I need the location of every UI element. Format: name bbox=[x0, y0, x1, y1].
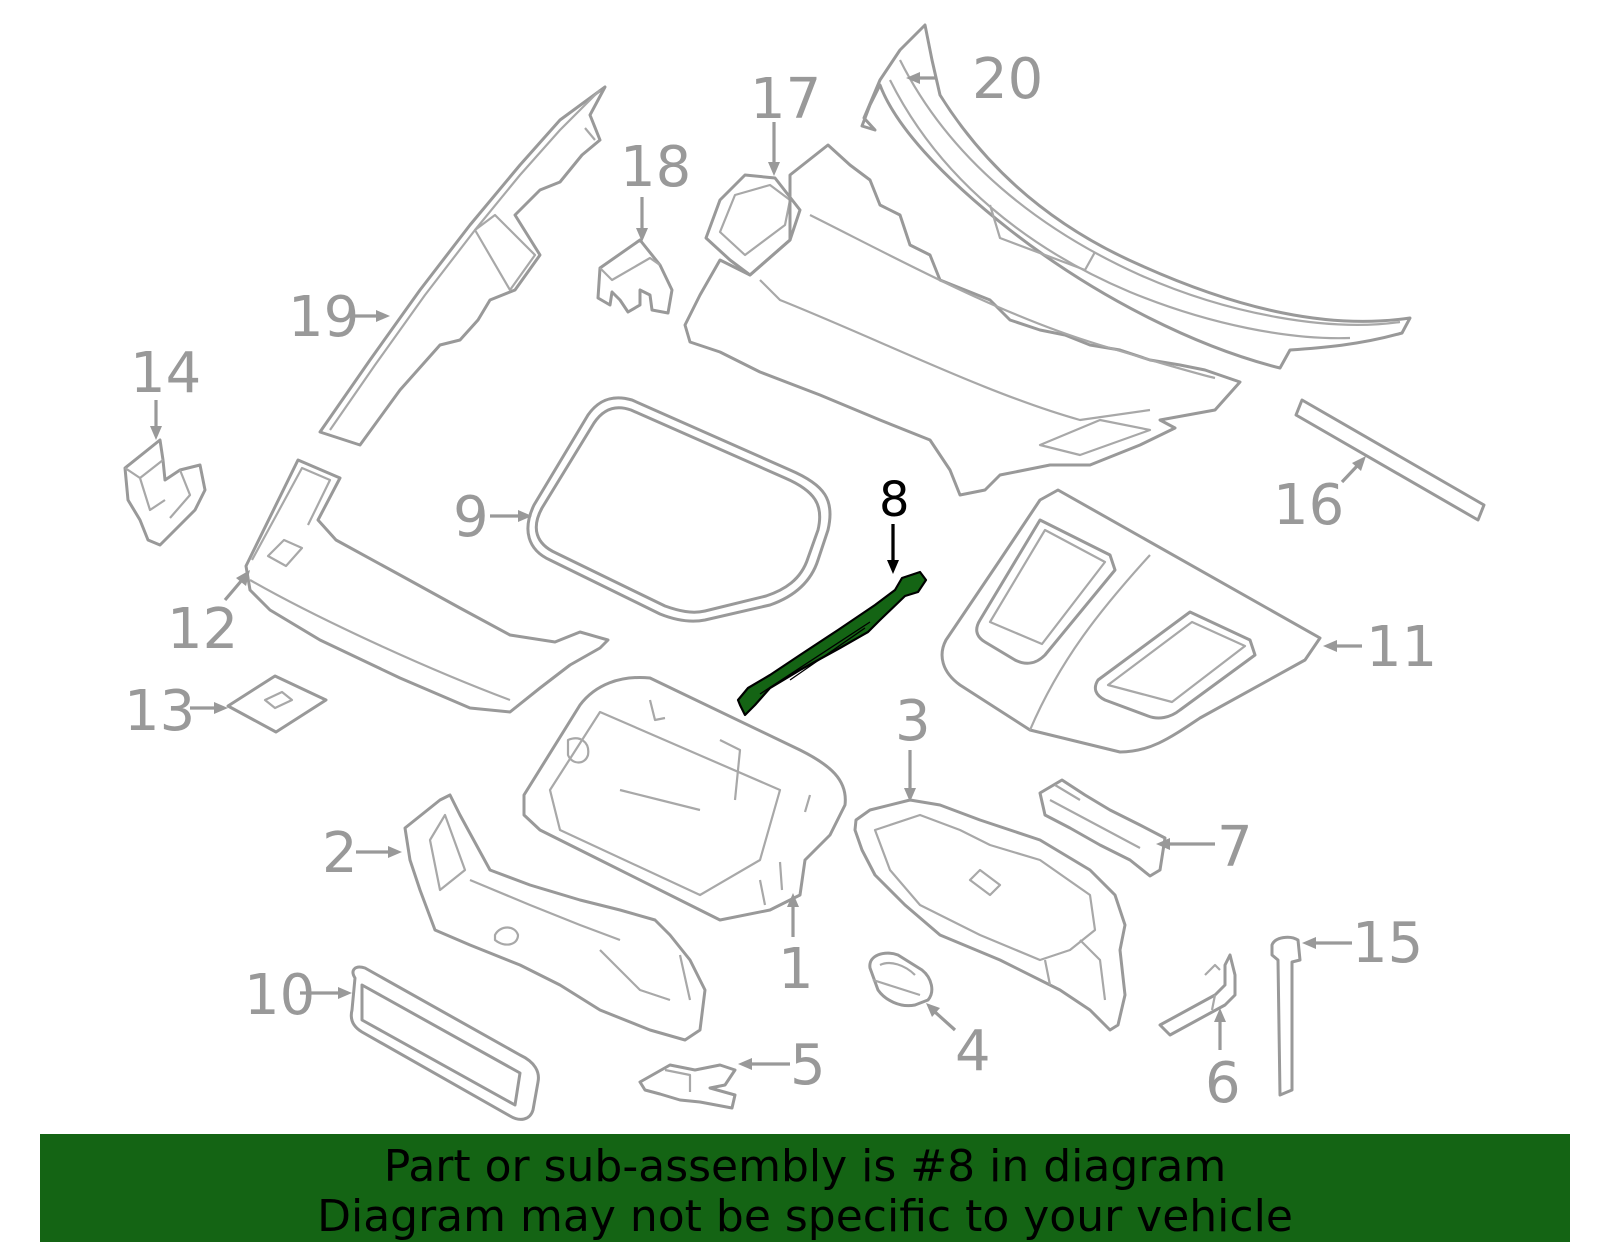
part-1-storage-bin[interactable] bbox=[522, 675, 847, 922]
callout-18: 18 bbox=[620, 135, 691, 200]
callout-17: 17 bbox=[750, 67, 821, 132]
part-7-bracket[interactable] bbox=[1038, 778, 1167, 878]
part-2-duct[interactable] bbox=[403, 793, 707, 1042]
part-15-post[interactable] bbox=[1270, 935, 1302, 1097]
callout-14: 14 bbox=[130, 341, 201, 406]
part-17-hood-insulator[interactable] bbox=[683, 143, 1242, 497]
part-8-prop-rod-highlighted[interactable] bbox=[736, 570, 928, 717]
part-4-grommet[interactable] bbox=[868, 951, 934, 1008]
callout-12: 12 bbox=[167, 597, 238, 662]
part-3-housing[interactable] bbox=[853, 798, 1127, 1032]
part-16-strip[interactable] bbox=[1294, 398, 1486, 522]
callout-5: 5 bbox=[790, 1033, 826, 1098]
banner-line-2: Diagram may not be specific to your vehi… bbox=[317, 1191, 1293, 1242]
part-14-clip[interactable] bbox=[123, 438, 207, 547]
part-5-sensor[interactable] bbox=[638, 1063, 737, 1110]
part-10-frame[interactable] bbox=[349, 965, 540, 1121]
part-11-hood-panel[interactable] bbox=[940, 488, 1322, 754]
callout-3: 3 bbox=[895, 689, 931, 754]
callout-15: 15 bbox=[1352, 911, 1423, 976]
part-20-hood-seal[interactable] bbox=[860, 23, 1412, 370]
callout-2: 2 bbox=[322, 821, 358, 886]
callout-4: 4 bbox=[955, 1019, 991, 1084]
banner-line-1: Part or sub-assembly is #8 in diagram bbox=[383, 1141, 1227, 1192]
callout-7: 7 bbox=[1217, 815, 1253, 880]
callout-1: 1 bbox=[778, 937, 814, 1002]
callout-10: 10 bbox=[244, 963, 315, 1028]
callout-6: 6 bbox=[1205, 1051, 1241, 1116]
part-18-bracket[interactable] bbox=[596, 238, 674, 315]
info-banner: Part or sub-assembly is #8 in diagram Di… bbox=[40, 1134, 1570, 1242]
callout-11: 11 bbox=[1366, 615, 1437, 680]
part-19-side-seal[interactable] bbox=[318, 85, 607, 447]
callout-9: 9 bbox=[453, 485, 489, 550]
part-13-pad[interactable] bbox=[226, 674, 328, 734]
callout-19: 19 bbox=[288, 285, 359, 350]
part-12-hood-trim[interactable] bbox=[244, 458, 610, 714]
callout-8: 8 bbox=[879, 472, 910, 528]
leader-arrows bbox=[150, 72, 1366, 1070]
callout-20: 20 bbox=[972, 47, 1043, 112]
part-6-bracket[interactable] bbox=[1158, 953, 1237, 1037]
callout-16: 16 bbox=[1273, 473, 1344, 538]
callout-13: 13 bbox=[124, 679, 195, 744]
part-9-seal[interactable] bbox=[526, 396, 832, 623]
